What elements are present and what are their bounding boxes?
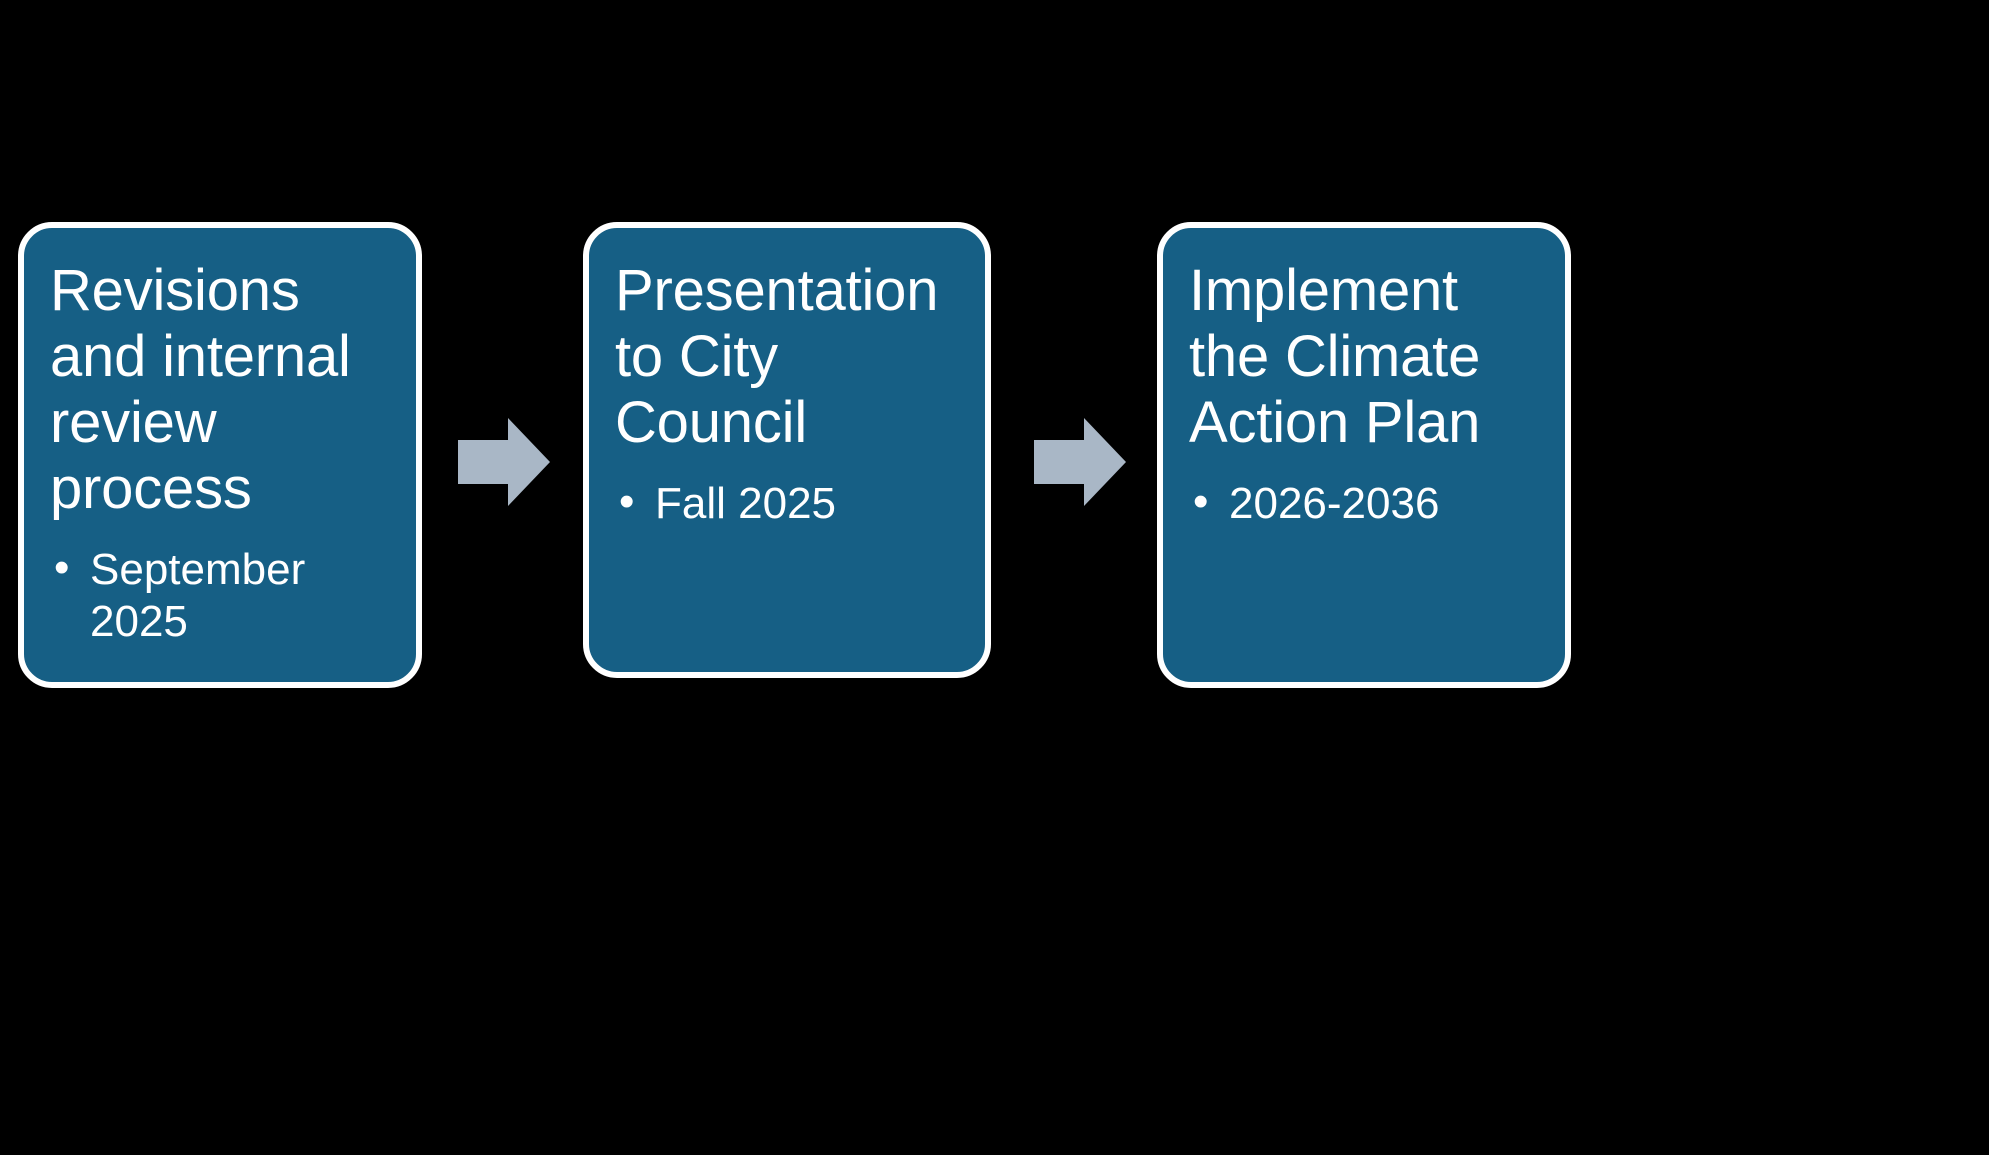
process-step-2[interactable]: Presentation to City Council Fall 2025 — [583, 222, 991, 678]
list-item: Fall 2025 — [615, 476, 959, 530]
list-item: 2026-2036 — [1189, 476, 1539, 530]
process-step-3-title: Implement the Climate Action Plan — [1189, 258, 1481, 456]
process-step-1-title: Revisions and internal review process — [50, 258, 351, 522]
process-step-3[interactable]: Implement the Climate Action Plan 2026-2… — [1157, 222, 1571, 688]
process-step-1[interactable]: Revisions and internal review process Se… — [18, 222, 422, 688]
list-item: September 2025 — [50, 542, 390, 648]
process-step-1-bullets: September 2025 — [50, 542, 390, 648]
right-arrow-icon — [458, 418, 550, 506]
process-step-2-bullets: Fall 2025 — [615, 476, 959, 530]
right-arrow-icon — [1034, 418, 1126, 506]
process-step-2-title: Presentation to City Council — [615, 258, 939, 456]
process-step-3-bullets: 2026-2036 — [1189, 476, 1539, 530]
